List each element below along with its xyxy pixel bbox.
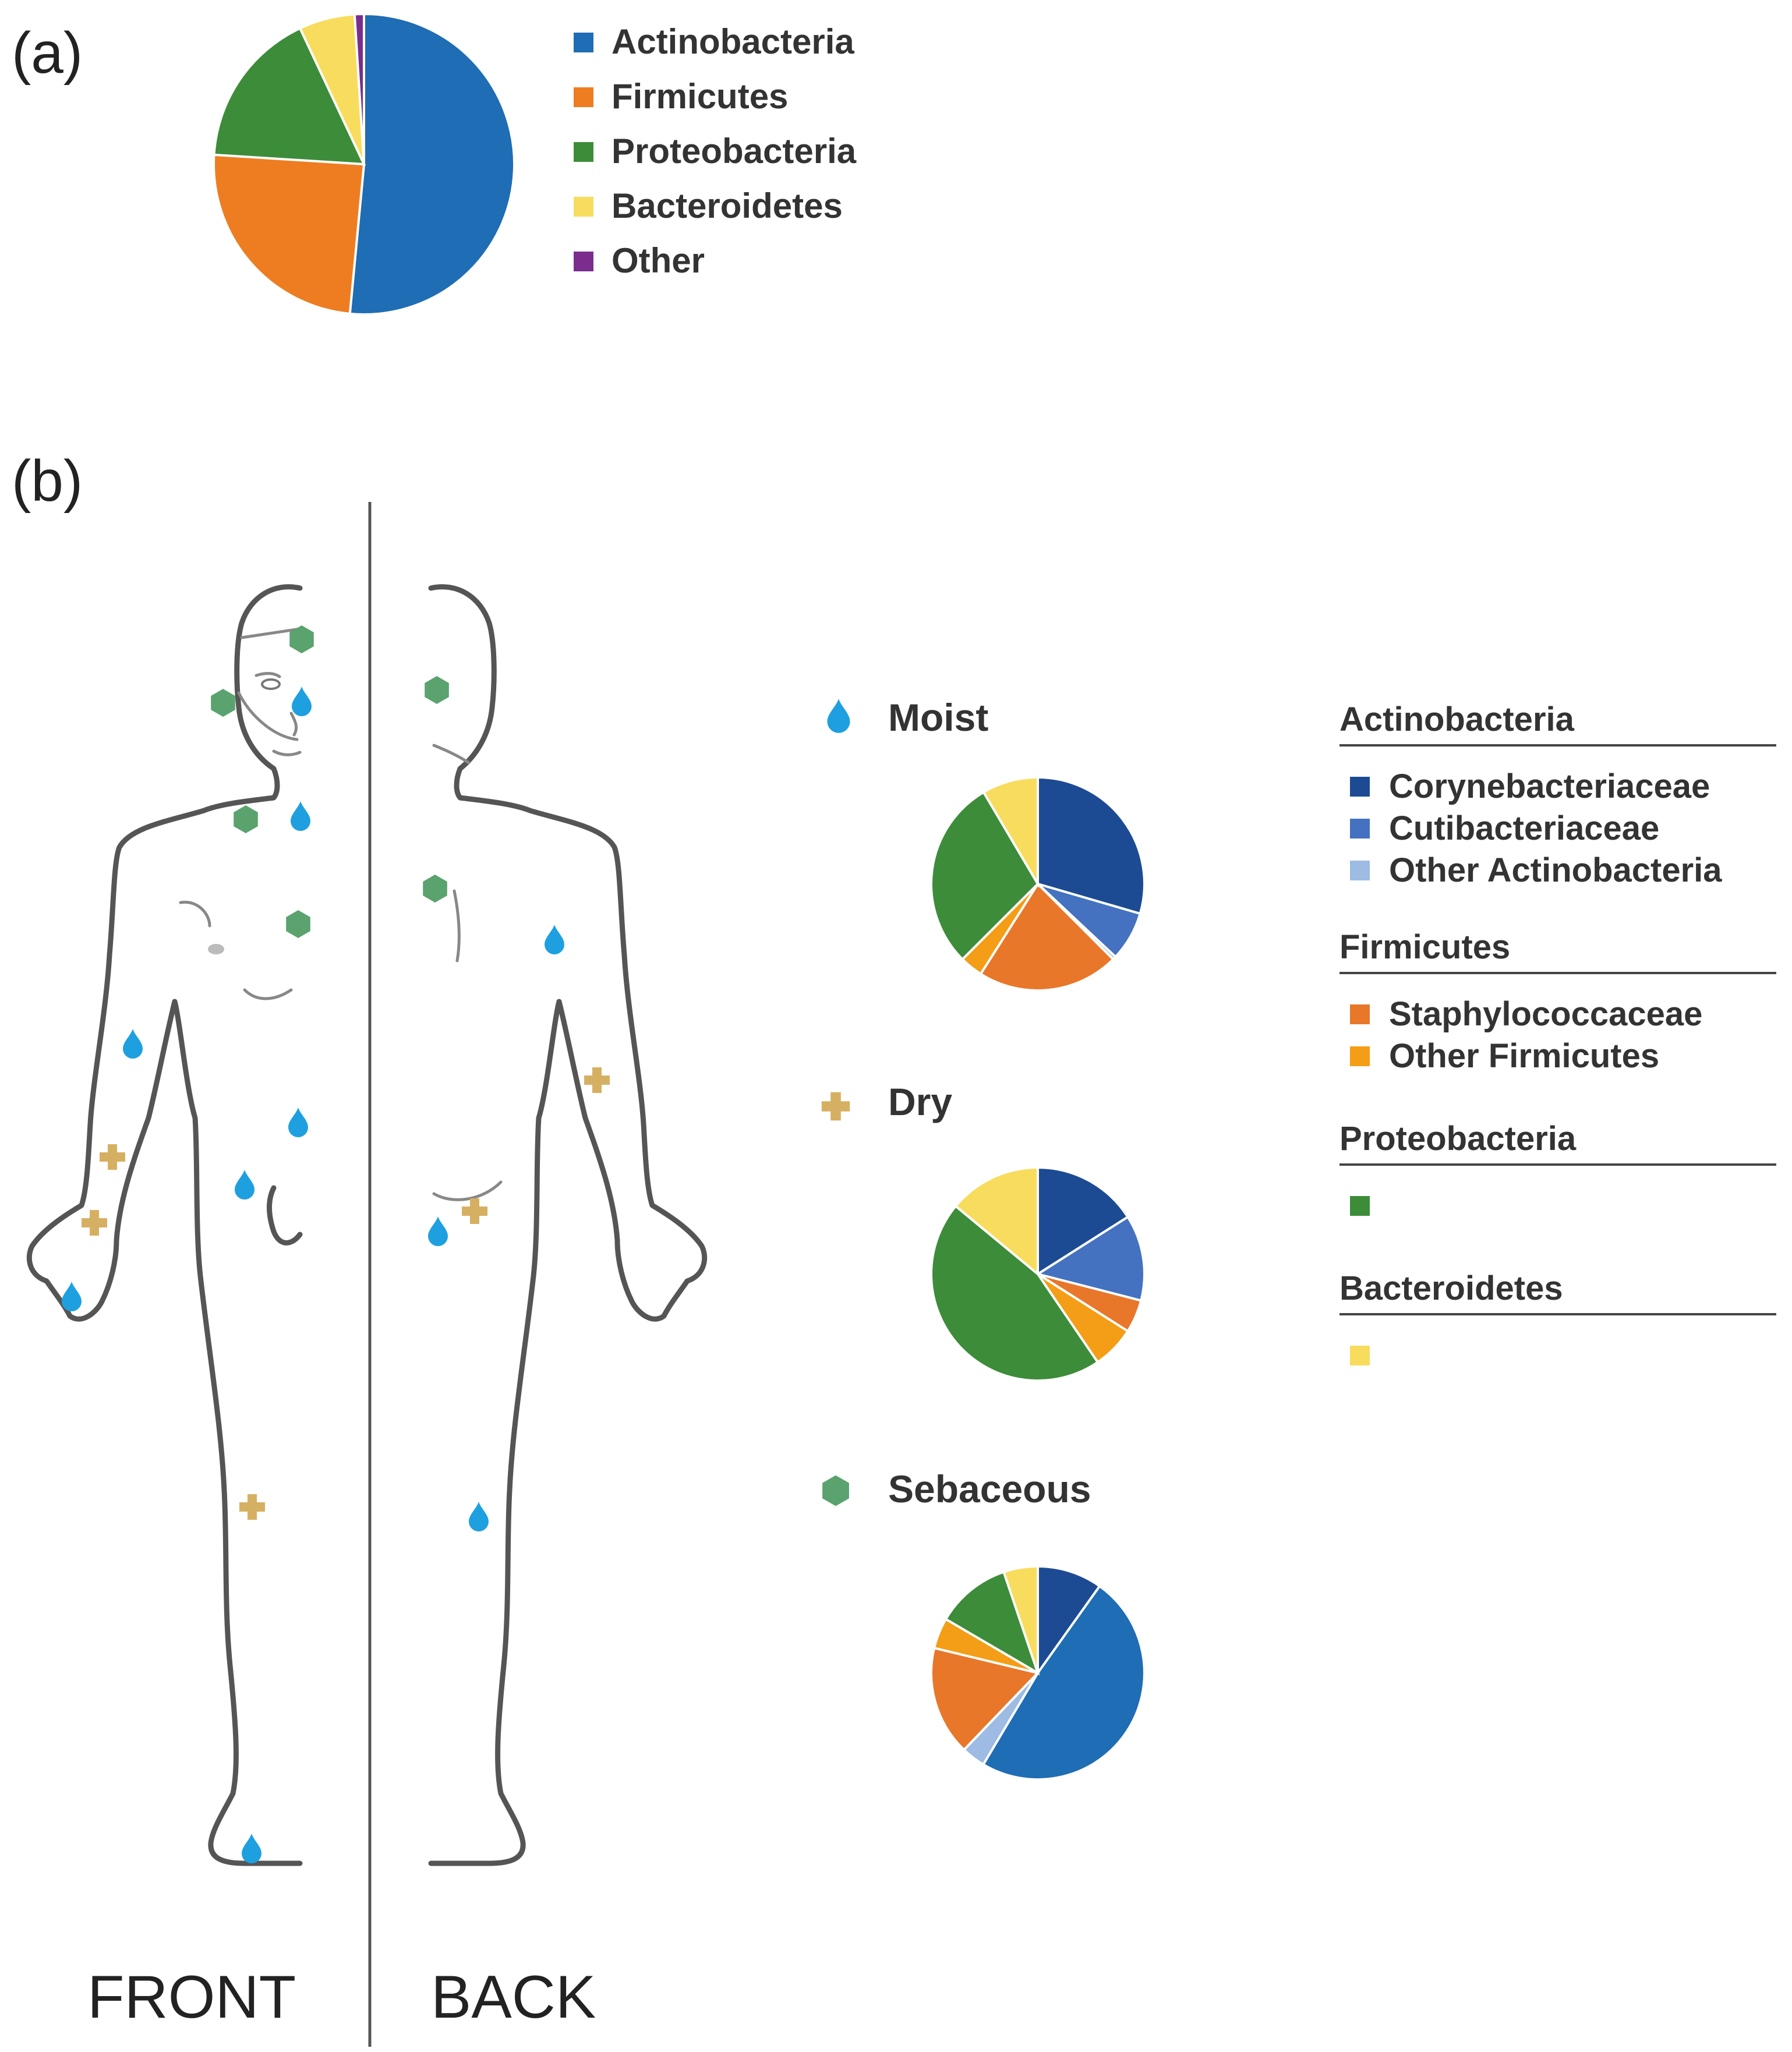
sebaceous-label: Sebaceous <box>888 1467 1091 1510</box>
moist-slice-bacteroidetes <box>982 776 1039 889</box>
legend-swatch-other-actinobacteria <box>1350 861 1370 880</box>
water-drop-icon <box>62 1282 82 1311</box>
hexagon-icon <box>234 805 258 833</box>
legend-swatch-cutibacteriaceae <box>1350 819 1370 839</box>
moist-pie-chart <box>930 776 1146 992</box>
sebaceous-slice-corynebacteriaceae <box>1037 1565 1101 1677</box>
legend-swatch-proteobacteria <box>574 142 593 162</box>
hexagon-icon <box>289 625 314 653</box>
legend-swatch-other <box>574 252 593 271</box>
hexagon-icon <box>822 1475 849 1506</box>
legend-label-proteobacteria: Proteobacteria <box>612 132 857 171</box>
front-body-outline <box>26 584 303 1866</box>
plus-icon <box>462 1198 487 1224</box>
plus-icon <box>239 1494 265 1520</box>
moist-condition: Moist <box>827 696 988 739</box>
moist-slice-corynebacteriaceae <box>1037 776 1146 915</box>
panel-a-label: (a) <box>12 20 83 86</box>
water-drop-icon <box>292 687 312 716</box>
dry-label: Dry <box>888 1080 952 1123</box>
moist-label: Moist <box>888 696 988 739</box>
hexagon-icon <box>425 676 449 704</box>
legend-swatch-proteobacteria <box>1350 1196 1370 1216</box>
water-drop-icon <box>469 1502 489 1531</box>
sebaceous-slice-actinobacteria-cutibacteriaceae <box>981 1584 1146 1781</box>
plus-icon <box>821 1092 850 1121</box>
moist-slice-proteobacteria <box>930 790 1040 961</box>
nipple-mark <box>208 944 224 954</box>
legend-group-proteobacteria: Proteobacteria <box>1339 1120 1577 1158</box>
phylum-slice-other <box>353 12 365 165</box>
legend-group-actinobacteria: Actinobacteria <box>1339 700 1575 738</box>
sebaceous-slice-bacteroidetes <box>1002 1565 1039 1674</box>
sebaceous-slice-proteobacteria <box>944 1570 1040 1676</box>
sebaceous-slice-staphylococcaceae <box>930 1646 1040 1752</box>
legend-label-cutibacteriaceae: Cutibacteriaceae <box>1389 809 1659 847</box>
legend-swatch-actinobacteria <box>574 33 593 52</box>
phylum-slice-proteobacteria <box>213 26 366 166</box>
legend-swatch-staphylococcaceae <box>1350 1004 1370 1024</box>
phylum-slice-actinobacteria <box>348 12 515 316</box>
water-drop-icon <box>291 801 310 831</box>
moist-slice-staphylococcaceae <box>979 882 1115 992</box>
legend-label-other-firmicutes: Other Firmicutes <box>1389 1037 1659 1075</box>
legend-label-corynebacteriaceae: Corynebacteriaceae <box>1389 767 1710 805</box>
legend-label-other-actinobacteria: Other Actinobacteria <box>1389 851 1722 889</box>
legend-label-staphylococcaceae: Staphylococcaceae <box>1389 995 1702 1033</box>
legend-label-firmicutes: Firmicutes <box>612 77 788 116</box>
phylum-pie-chart <box>213 12 515 316</box>
dry-pie-chart <box>930 1166 1146 1382</box>
panel-b-label: (b) <box>12 448 83 514</box>
dry-condition: Dry <box>821 1080 952 1123</box>
body-site-markers <box>62 625 610 1863</box>
legend-label-other: Other <box>612 241 705 280</box>
hexagon-icon <box>211 689 235 717</box>
sebaceous-condition: Sebaceous <box>822 1467 1091 1510</box>
water-drop-icon <box>123 1029 143 1059</box>
legend-swatch-bacteroidetes <box>1350 1346 1370 1365</box>
front-label: FRONT <box>87 1963 296 2031</box>
water-drop-icon <box>288 1108 308 1137</box>
dry-slice-cutibacteriaceae <box>1035 1215 1146 1302</box>
dry-slice-bacteroidetes <box>954 1166 1039 1277</box>
family-legend: ActinobacteriaCorynebacteriaceaeCutibact… <box>1339 700 1776 1365</box>
phylum-legend: ActinobacteriaFirmicutesProteobacteriaBa… <box>574 22 857 280</box>
hexagon-icon <box>423 875 447 903</box>
legend-swatch-bacteroidetes <box>574 197 593 217</box>
water-drop-icon <box>545 925 564 954</box>
hexagon-icon <box>286 910 310 938</box>
dry-slice-corynebacteriaceae <box>1037 1166 1130 1276</box>
legend-swatch-other-firmicutes <box>1350 1046 1370 1066</box>
legend-swatch-firmicutes <box>574 87 593 107</box>
legend-swatch-corynebacteriaceae <box>1350 777 1370 797</box>
legend-group-firmicutes: Firmicutes <box>1339 928 1510 966</box>
water-drop-icon <box>235 1170 255 1200</box>
plus-icon <box>82 1210 107 1236</box>
plus-icon <box>584 1067 610 1093</box>
water-drop-icon <box>428 1216 448 1246</box>
sebaceous-pie-chart <box>930 1565 1146 1781</box>
dry-slice-proteobacteria <box>930 1204 1100 1382</box>
water-drop-icon <box>242 1834 261 1863</box>
back-label: BACK <box>431 1963 596 2031</box>
legend-label-bacteroidetes: Bacteroidetes <box>612 186 843 225</box>
back-body-outline <box>428 584 708 1866</box>
plus-icon <box>100 1144 125 1170</box>
water-drop-icon <box>827 699 850 733</box>
legend-group-bacteroidetes: Bacteroidetes <box>1339 1269 1563 1307</box>
phylum-slice-firmicutes <box>213 153 366 316</box>
legend-label-actinobacteria: Actinobacteria <box>612 22 854 61</box>
